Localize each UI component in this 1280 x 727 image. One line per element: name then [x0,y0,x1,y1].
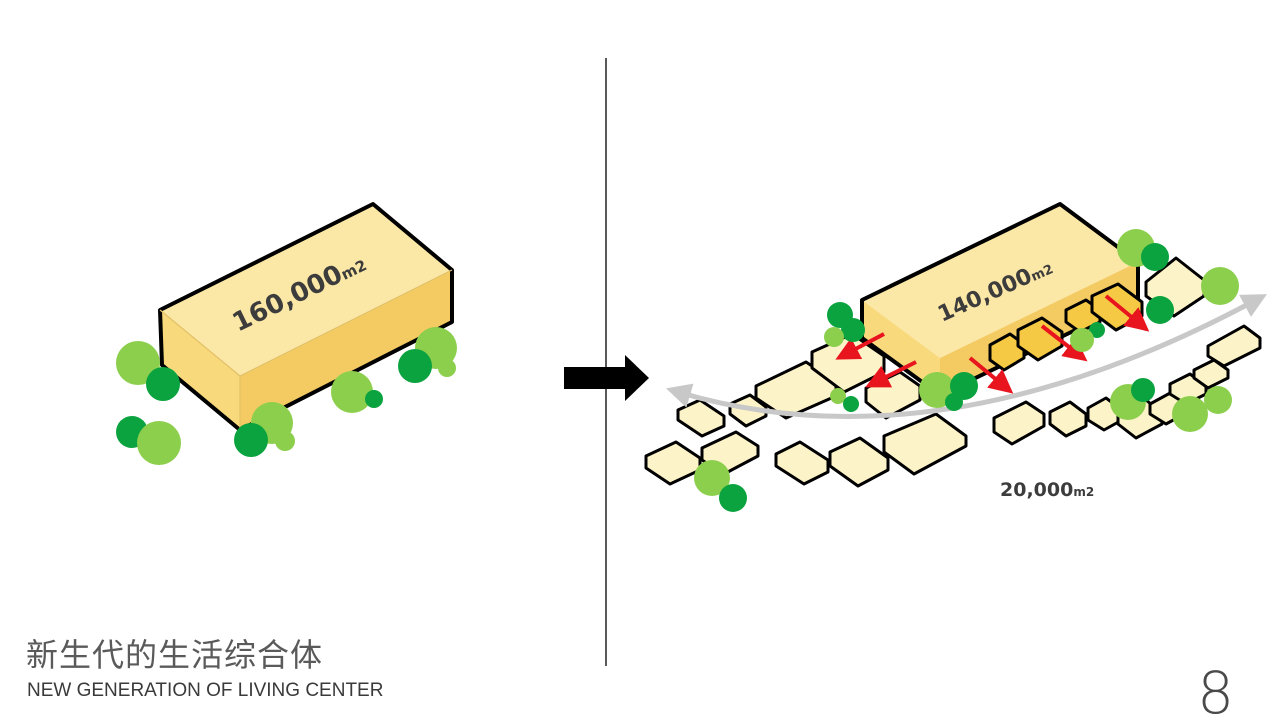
red-arrow [1104,294,1150,332]
page-title-english: NEW GENERATION OF LIVING CENTER [27,680,384,701]
right-trees [694,229,1239,512]
tree [275,431,295,451]
tree [1089,322,1105,338]
right-diagram: 140,000m2 [644,202,1268,512]
tree [841,318,865,342]
tree [1172,396,1208,432]
tree [1131,378,1155,402]
tree [1141,243,1169,271]
tree [137,421,181,465]
small-block [882,412,968,476]
page-number: 8 [1197,659,1234,727]
small-block [644,440,702,486]
left-diagram: 160,000m2 [116,202,457,465]
tree [945,393,963,411]
tree [331,371,373,413]
tree [1201,267,1239,305]
small-block [828,436,890,488]
small-block [992,400,1046,446]
tree [950,372,978,400]
left-trees [116,327,457,465]
tree [116,341,160,385]
tree [1204,386,1232,414]
tree [824,327,844,347]
small-block [676,398,726,438]
right-arrow-icon [564,355,649,401]
small-block [774,440,830,486]
red-arrow [1040,324,1088,362]
red-arrows [835,294,1150,394]
red-arrow [865,360,917,388]
left-main-building: 160,000m2 [158,202,454,432]
small-block [1048,400,1088,438]
red-arrow [835,332,885,360]
right-distributed-area-label: 20,000m2 [1000,479,1094,501]
tree [1070,328,1094,352]
tree [830,388,846,404]
tree [719,484,747,512]
tree [438,359,456,377]
tree [365,390,383,408]
page-title-chinese: 新生代的生活综合体 [26,636,324,674]
tree [1146,296,1174,324]
tree [694,460,730,496]
small-block [1206,324,1262,368]
tree [146,367,180,401]
tree [843,396,859,412]
tree [398,349,432,383]
tree [234,423,268,457]
red-arrow [968,356,1014,394]
